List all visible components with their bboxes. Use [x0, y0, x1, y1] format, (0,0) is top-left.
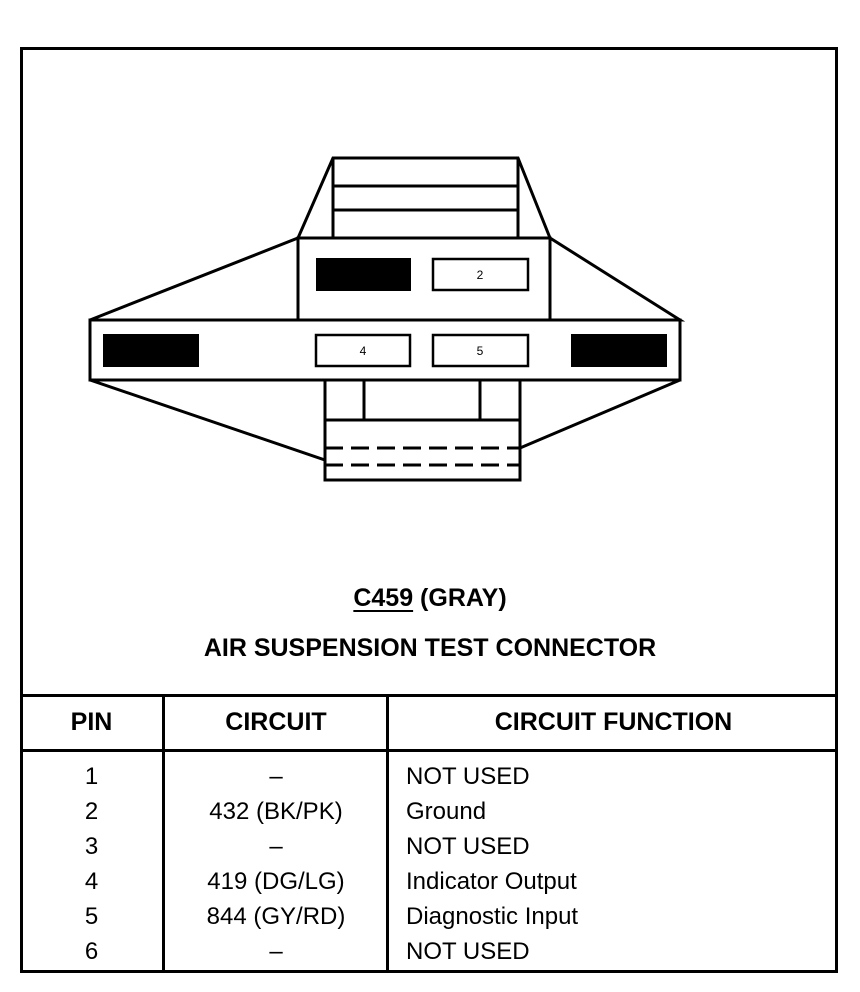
table-row-5-pin-cell: 5 [84, 903, 99, 930]
table-row-6-circuit-cell: – [269, 938, 283, 965]
connector-lower-right-taper [518, 378, 681, 451]
cavity-4 [314, 333, 412, 368]
table-row-2-circuit-cell: 432 (BK/PK) [209, 798, 343, 825]
cavity-label-5: 5 [477, 344, 484, 358]
cavity-2 [431, 257, 530, 292]
diagram-frame [20, 47, 838, 973]
connector-title: C459 (GRAY) [0, 584, 860, 613]
cavity-label-2: 2 [477, 268, 484, 282]
table-row-2-pin-cell: 2 [84, 798, 99, 825]
table-row-3-pin-cell: 3 [84, 833, 99, 860]
connector-lower-tab [323, 378, 522, 482]
table-row-4-circuit-cell: 419 (DG/LG) [207, 868, 345, 895]
table-row-6-pin-cell: 6 [84, 938, 99, 965]
connector-id: C459 [353, 584, 414, 612]
table-row-3-function-cell: NOT USED [406, 833, 530, 860]
cavity-6-not-used [571, 334, 667, 367]
header-circuit-function: CIRCUIT FUNCTION [494, 708, 733, 736]
table-row-2-function-cell: Ground [406, 798, 487, 825]
cavity-label-4: 4 [360, 344, 367, 358]
table-top-rule [20, 694, 838, 697]
table-row-1-circuit-cell: – [269, 763, 283, 790]
cavity-1-not-used [316, 258, 411, 291]
connector-color: (GRAY) [413, 584, 507, 612]
table-row-1-pin-cell: 1 [84, 763, 99, 790]
table-row-5-circuit-cell: 844 (GY/RD) [206, 903, 346, 930]
table-divider-pin [162, 694, 165, 973]
table-row-4-pin-cell: 4 [84, 868, 99, 895]
cavity-3-not-used [103, 334, 199, 367]
connector-right-wing [548, 235, 686, 322]
connector-left-wing [89, 235, 300, 322]
table-row-1-function-cell: NOT USED [406, 763, 530, 790]
connector-lower-left-taper [89, 378, 327, 463]
table-divider-circuit [386, 694, 389, 973]
table-row-3-circuit-cell: – [269, 833, 283, 860]
header-pin: PIN [70, 708, 113, 736]
connector-description: AIR SUSPENSION TEST CONNECTOR [203, 634, 657, 662]
table-header-rule [20, 749, 838, 752]
table-row-4-function-cell: Indicator Output [406, 868, 577, 895]
table-row-5-function-cell: Diagnostic Input [406, 903, 579, 930]
header-circuit: CIRCUIT [225, 708, 327, 736]
table-row-6-function-cell: NOT USED [406, 938, 530, 965]
connector-latch [295, 156, 553, 240]
cavity-5 [431, 333, 530, 368]
